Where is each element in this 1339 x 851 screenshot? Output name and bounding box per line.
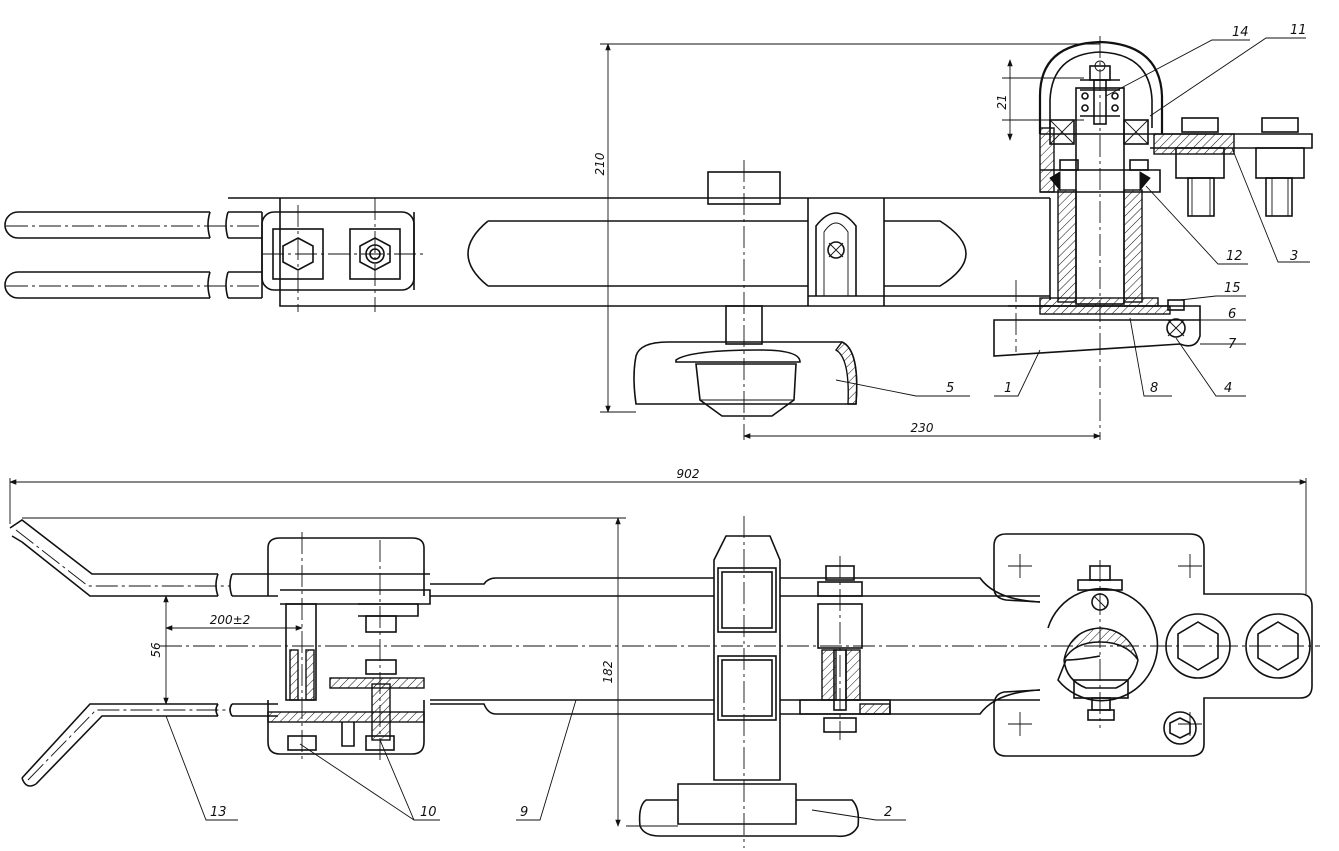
dim-label-210: 210 bbox=[593, 152, 607, 175]
dim-21 bbox=[1002, 59, 1084, 141]
plan-view bbox=[9, 478, 1320, 848]
dim-label-56: 56 bbox=[149, 642, 163, 658]
callout-9: 9 bbox=[520, 805, 528, 820]
mounting-plate bbox=[993, 533, 1313, 757]
callout-6: 6 bbox=[1228, 307, 1236, 322]
handwheel-assembly bbox=[633, 305, 858, 417]
middle-bolt bbox=[817, 556, 863, 740]
column-housing bbox=[1039, 87, 1159, 307]
cross-beam bbox=[638, 516, 860, 848]
bearing-cap bbox=[1038, 40, 1240, 193]
callout-labels: 14 11 12 3 15 6 7 1 8 4 5 13 10 9 2 bbox=[210, 23, 1307, 820]
callout-11: 11 bbox=[1290, 23, 1307, 38]
callout-8: 8 bbox=[1150, 381, 1158, 396]
dim-210 bbox=[600, 43, 1100, 413]
callout-4: 4 bbox=[1224, 381, 1232, 396]
callout-1: 1 bbox=[1004, 381, 1012, 396]
dim-label-902: 902 bbox=[677, 467, 700, 481]
callout-3: 3 bbox=[1290, 249, 1298, 264]
dim-182 bbox=[22, 517, 678, 827]
callout-7: 7 bbox=[1228, 337, 1237, 352]
dim-label-182: 182 bbox=[601, 661, 615, 684]
callout-10: 10 bbox=[420, 805, 437, 820]
dimension-labels: 210 230 21 902 200±2 56 182 bbox=[149, 94, 1009, 683]
plan-hex-bolts bbox=[1163, 613, 1311, 745]
callout-12: 12 bbox=[1226, 249, 1243, 264]
dim-902 bbox=[9, 478, 1307, 594]
callout-2: 2 bbox=[884, 805, 892, 820]
callout-13: 13 bbox=[210, 805, 227, 820]
dim-label-230: 230 bbox=[911, 421, 934, 435]
callout-15: 15 bbox=[1224, 281, 1241, 296]
leader-lines bbox=[165, 37, 1310, 821]
dim-label-21: 21 bbox=[995, 94, 1009, 109]
screw-guard bbox=[815, 212, 857, 296]
base-plate bbox=[993, 280, 1201, 357]
beam-slot bbox=[467, 220, 967, 287]
eccentric-cam bbox=[1047, 560, 1159, 728]
callout-14: 14 bbox=[1232, 25, 1249, 40]
bent-rods bbox=[9, 519, 430, 787]
callout-5: 5 bbox=[946, 381, 954, 396]
rod-stubs-top bbox=[4, 211, 262, 299]
main-beam bbox=[228, 197, 1050, 307]
dim-label-200: 200±2 bbox=[210, 613, 251, 627]
side-view bbox=[4, 36, 1313, 440]
clamp-bolts bbox=[1175, 117, 1313, 217]
